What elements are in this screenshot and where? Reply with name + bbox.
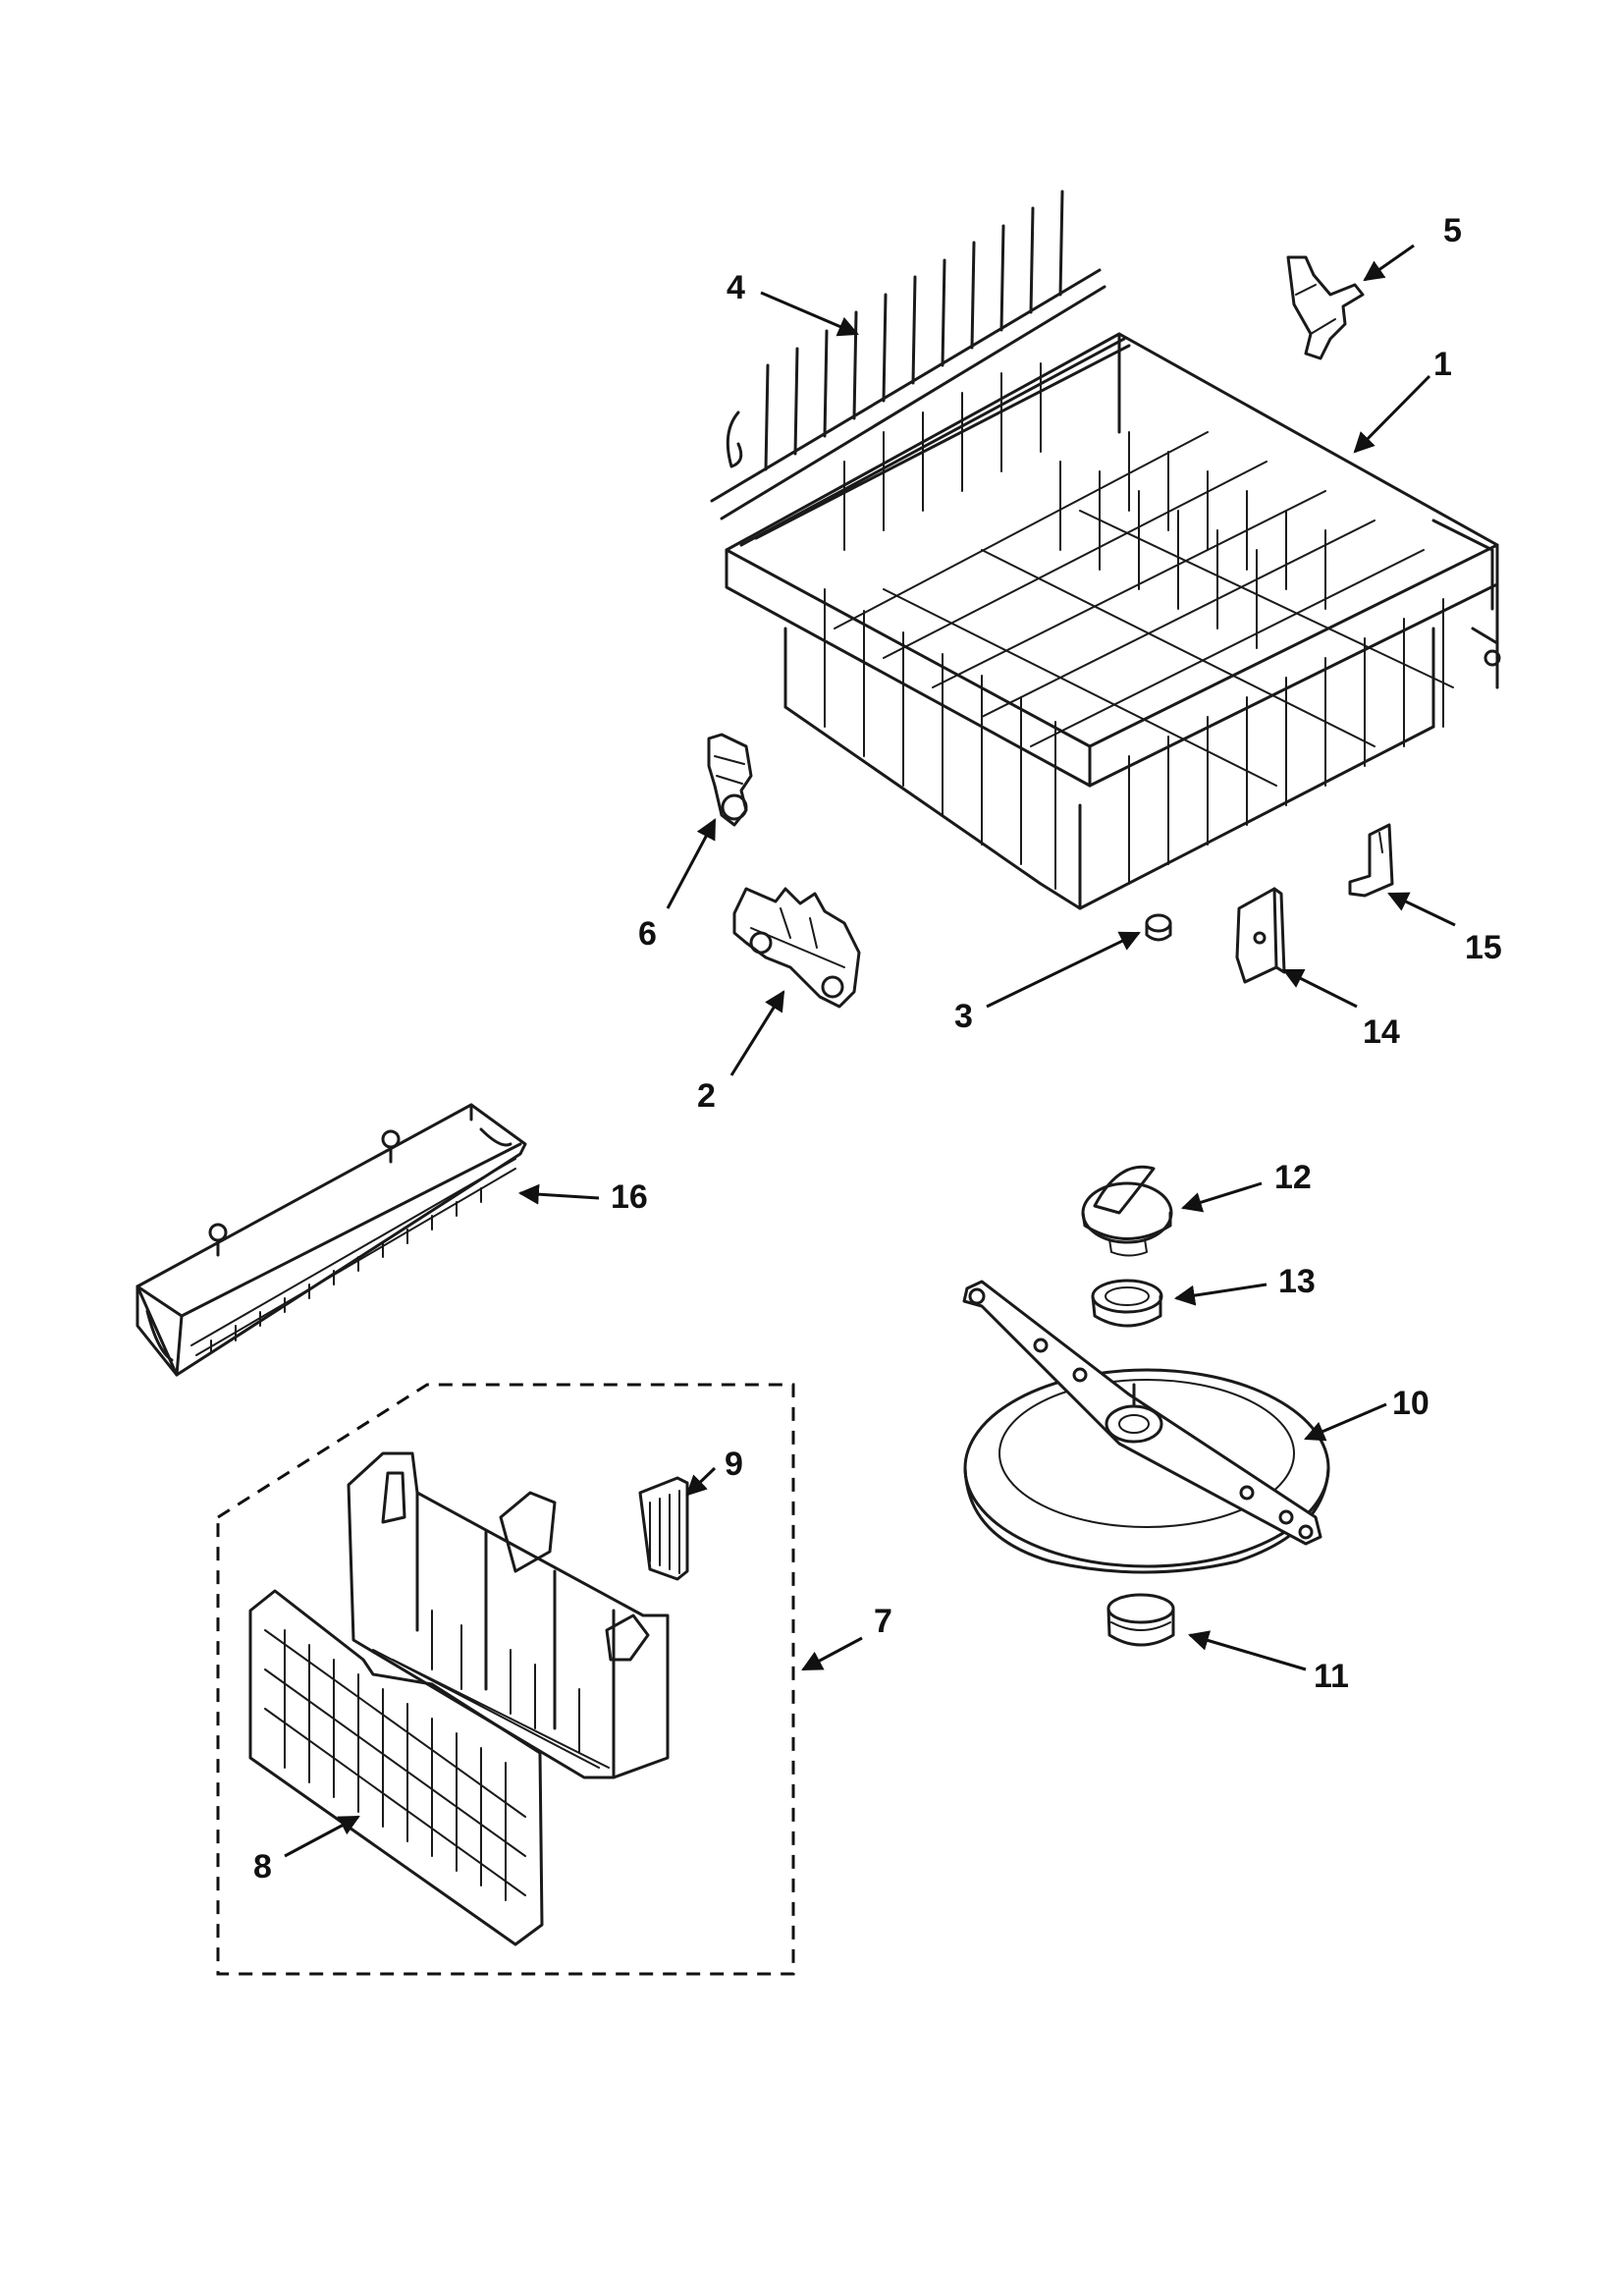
callout-10: 10 [1392,1385,1429,1422]
part-12-cap [1081,1165,1173,1257]
part-11-collar [1106,1593,1175,1647]
silverware-basket [347,1451,670,1779]
callout-1: 1 [1433,346,1452,383]
part-14-rail-stop [1235,887,1286,984]
part-16-utensil-holder [135,1103,527,1377]
part-9-grille [638,1476,689,1581]
callout-5: 5 [1443,212,1462,249]
callout-8: 8 [253,1848,272,1886]
part-3-nut [1145,913,1172,942]
part-2-roller-bracket [732,887,861,1009]
callout-14: 14 [1363,1013,1400,1051]
callout-6: 6 [638,915,657,953]
callout-12: 12 [1274,1159,1312,1196]
callout-7: 7 [874,1603,892,1640]
part-6-roller-assembly [707,733,753,827]
callout-3: 3 [954,998,973,1035]
callout-4: 4 [727,269,745,306]
part-8-basket-cover [248,1589,544,1946]
part-10-spray-arm-assembly [962,1280,1330,1574]
part-4-tine-row [710,190,1106,520]
callout-13: 13 [1278,1263,1316,1300]
part-15-bracket [1348,823,1394,898]
callout-15: 15 [1465,929,1502,966]
callout-16: 16 [611,1178,648,1216]
callout-2: 2 [697,1077,716,1115]
part-13-ring [1091,1279,1163,1328]
callout-11: 11 [1314,1658,1349,1695]
callout-9: 9 [725,1446,743,1483]
part-1-lower-dishrack [725,332,1501,910]
leader-lines [284,244,1456,1858]
part-7-silverware-basket-kit [216,1383,795,1976]
part-5-clip [1286,255,1365,360]
